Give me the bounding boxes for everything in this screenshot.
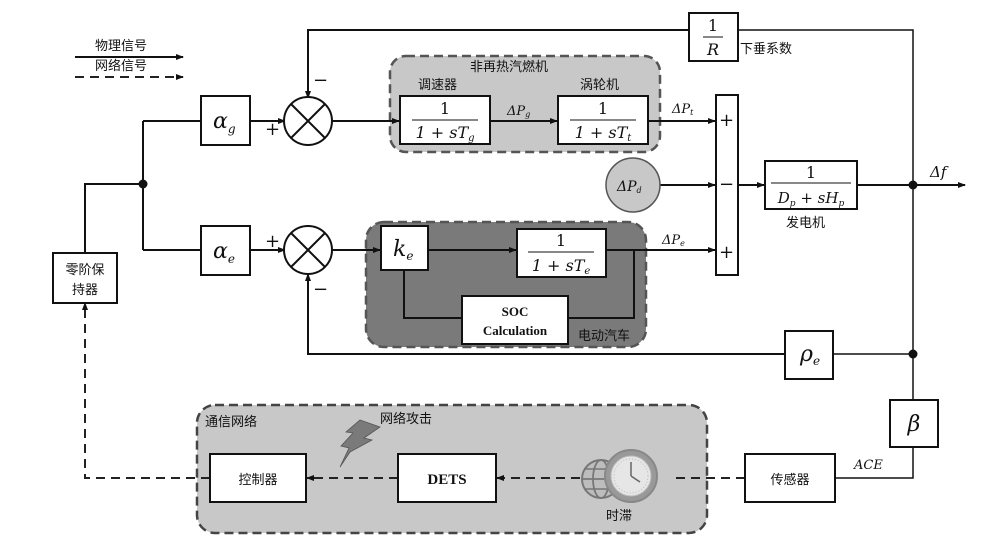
beta-block[interactable] bbox=[889, 399, 939, 448]
controller-label: 控制器 bbox=[238, 473, 277, 488]
turbine-label: 涡轮机 bbox=[580, 78, 619, 93]
rho-block[interactable] bbox=[784, 330, 834, 380]
time-delay-label: 时滞 bbox=[606, 509, 632, 524]
alpha-e-block[interactable] bbox=[200, 225, 251, 276]
droop-denominator: R bbox=[706, 40, 719, 59]
governor-denominator: 1 + sTg bbox=[415, 123, 474, 144]
sum1-minus: − bbox=[313, 70, 328, 91]
generator-denominator: Dp + sHp bbox=[777, 189, 845, 209]
droop-numerator: 1 bbox=[708, 16, 718, 35]
ev-transfer-block[interactable] bbox=[516, 228, 607, 278]
generator-label: 发电机 bbox=[786, 215, 825, 231]
ke-block[interactable] bbox=[380, 225, 429, 271]
big-sum-minus: − bbox=[719, 174, 734, 195]
power-sum-block[interactable] bbox=[715, 94, 739, 276]
legend-network-label: 网络信号 bbox=[95, 58, 147, 74]
turbine-denominator: 1 + sTt bbox=[575, 123, 633, 144]
dets-label: DETS bbox=[427, 472, 466, 488]
ace-label: ACE bbox=[853, 458, 883, 473]
sum2-minus: − bbox=[313, 279, 328, 300]
rho-symbol: ρe bbox=[799, 342, 820, 368]
ke-symbol: ke bbox=[393, 237, 413, 263]
soc-line1: SOC bbox=[502, 304, 529, 319]
alpha-g-symbol: αg bbox=[213, 109, 236, 136]
cyber-attack-label: 网络攻击 bbox=[380, 411, 432, 427]
ev-denominator: 1 + sTe bbox=[532, 256, 591, 277]
sum-junction-top bbox=[283, 96, 333, 146]
df-label: Δf bbox=[929, 163, 949, 181]
sum-junction-bottom bbox=[283, 225, 333, 275]
big-sum-plus-bottom: + bbox=[719, 242, 734, 263]
dPe-label: ΔPe bbox=[661, 233, 685, 248]
alpha-g-block[interactable] bbox=[200, 95, 251, 146]
dets-block[interactable] bbox=[397, 453, 497, 503]
zoh-line2: 持器 bbox=[72, 283, 98, 298]
soc-line2: Calculation bbox=[483, 323, 548, 338]
sum2-plus: + bbox=[265, 231, 280, 252]
governor-numerator: 1 bbox=[440, 99, 450, 118]
legend: 物理信号 网络信号 bbox=[75, 39, 184, 80]
soc-calculation-block[interactable] bbox=[461, 295, 569, 345]
turbine-group-label: 非再热汽燃机 bbox=[470, 59, 548, 75]
big-sum-plus-top: + bbox=[719, 110, 734, 131]
legend-physical-label: 物理信号 bbox=[95, 39, 147, 54]
turbine-numerator: 1 bbox=[598, 99, 608, 118]
time-delay-icon bbox=[581, 449, 658, 503]
sensor-label: 传感器 bbox=[770, 472, 809, 488]
ev-numerator: 1 bbox=[556, 231, 566, 250]
clock-icon bbox=[604, 449, 658, 503]
governor-label: 调速器 bbox=[418, 78, 457, 93]
network-group-label: 通信网络 bbox=[205, 414, 257, 430]
controller-block[interactable] bbox=[209, 453, 307, 503]
sum1-plus: + bbox=[265, 119, 280, 140]
junction-dot bbox=[138, 179, 148, 189]
ev-group-label: 电动汽车 bbox=[578, 328, 630, 344]
load-disturbance bbox=[605, 157, 661, 213]
dPg-label: ΔPg bbox=[506, 104, 530, 119]
dPd-label: ΔPd bbox=[616, 179, 642, 195]
network-wires bbox=[82, 302, 745, 481]
alpha-e-symbol: αe bbox=[213, 239, 235, 266]
zoh-line1: 零阶保 bbox=[65, 263, 104, 278]
droop-label: 下垂系数 bbox=[740, 42, 792, 57]
generator-block[interactable] bbox=[764, 160, 858, 210]
sensor-block[interactable] bbox=[744, 453, 836, 503]
beta-symbol: β bbox=[907, 412, 921, 437]
zero-order-hold-block[interactable] bbox=[52, 252, 118, 304]
cyber-attack-icon bbox=[339, 419, 381, 468]
wires bbox=[84, 29, 966, 479]
generator-numerator: 1 bbox=[806, 163, 816, 182]
dPt-label: ΔPt bbox=[671, 102, 694, 117]
